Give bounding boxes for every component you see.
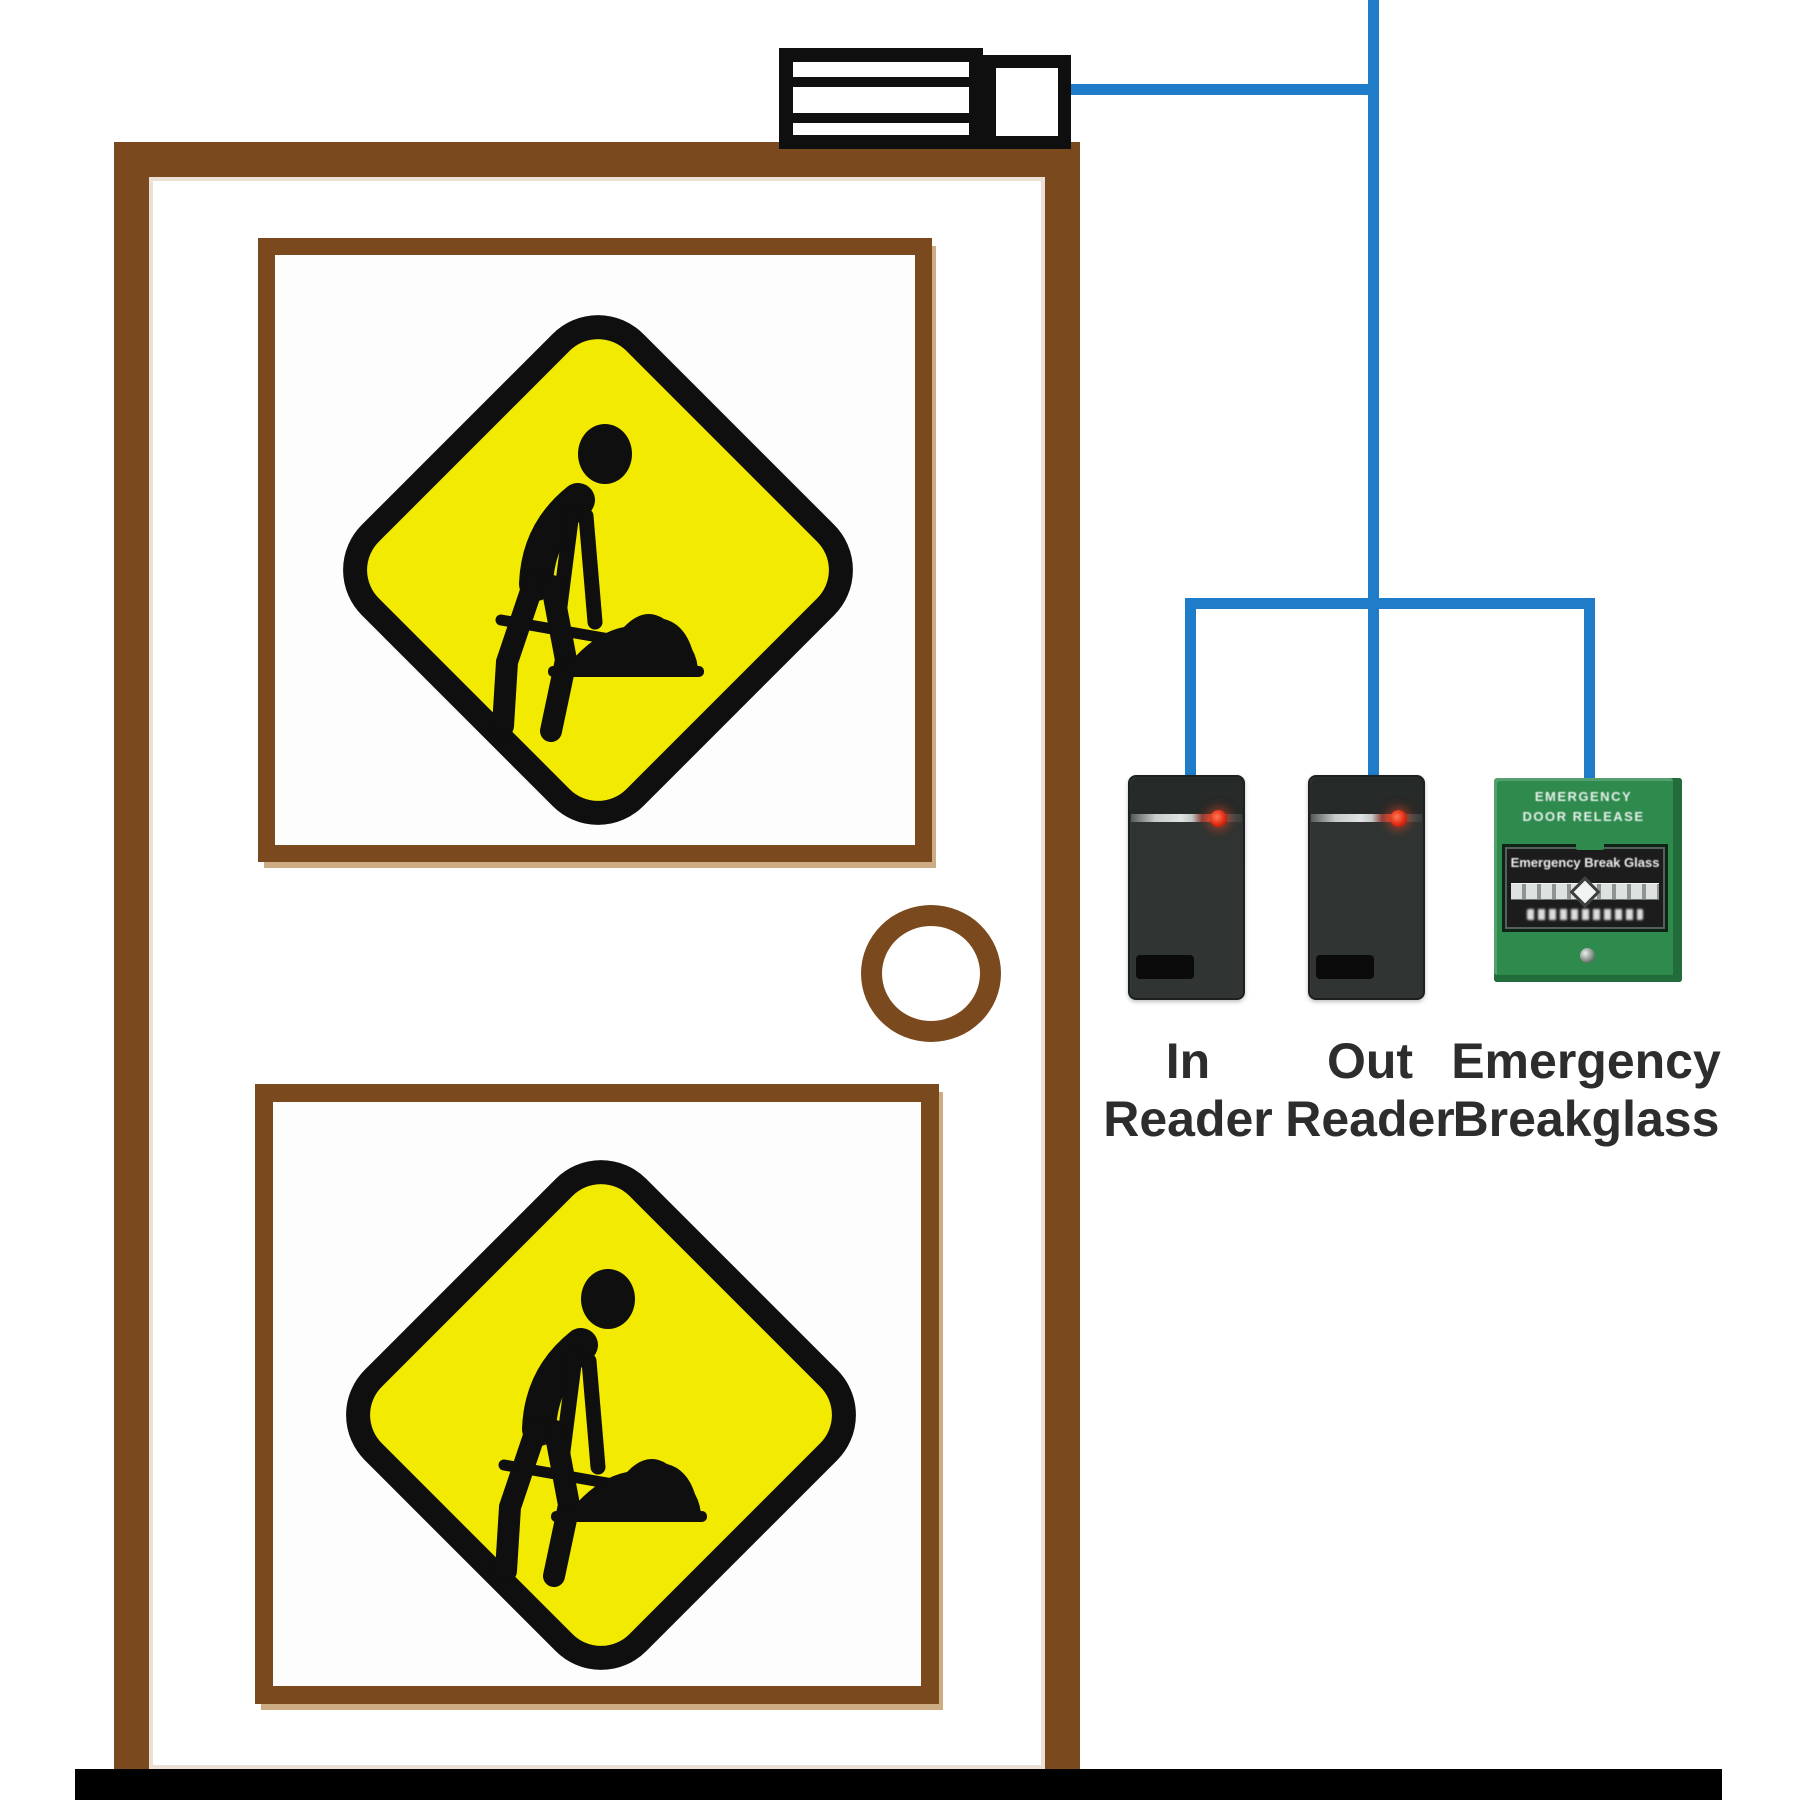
maglock-fin xyxy=(793,113,969,123)
floor-line xyxy=(75,1769,1722,1800)
reader-stripe xyxy=(1311,814,1422,822)
maglock-armature xyxy=(983,55,1071,149)
breakglass-glass-text: Emergency Break Glass xyxy=(1510,855,1660,870)
maglock xyxy=(779,48,983,149)
emergency-breakglass: EMERGENCY DOOR RELEASE Emergency Break G… xyxy=(1494,778,1682,982)
breakglass-header-line1: EMERGENCY xyxy=(1534,789,1633,804)
wire-to-breakglass xyxy=(1584,598,1595,778)
out-reader xyxy=(1308,775,1425,1000)
in-reader-label: In Reader xyxy=(1103,1032,1273,1148)
wire-maglock-to-main xyxy=(1071,84,1379,95)
breakglass-header-line2: DOOR RELEASE xyxy=(1522,809,1645,824)
label-line1: Emergency xyxy=(1451,1033,1721,1089)
breakglass-fineprint xyxy=(1527,909,1643,920)
out-reader-label: Out Reader xyxy=(1285,1032,1455,1148)
men-at-work-sign-icon xyxy=(301,1115,901,1715)
wire-to-in-reader xyxy=(1185,598,1196,775)
label-line1: In xyxy=(1165,1033,1211,1089)
maglock-fin xyxy=(793,77,969,87)
wire-junction-horizontal xyxy=(1185,598,1595,609)
reader-stripe xyxy=(1131,814,1242,822)
wire-main-vertical xyxy=(1368,0,1379,775)
reader-led-icon xyxy=(1210,810,1227,827)
door-handle xyxy=(861,905,1001,1042)
label-line2: Breakglass xyxy=(1452,1091,1720,1147)
breakglass-screw-icon xyxy=(1580,948,1595,963)
breakglass-window: Emergency Break Glass xyxy=(1502,844,1668,932)
emergency-breakglass-label: Emergency Breakglass xyxy=(1451,1032,1721,1148)
reader-led-icon xyxy=(1390,810,1407,827)
label-line2: Reader xyxy=(1285,1091,1455,1147)
label-line2: Reader xyxy=(1103,1091,1273,1147)
men-at-work-sign-icon xyxy=(298,270,898,870)
reader-label-window xyxy=(1316,955,1374,979)
breakglass-tab xyxy=(1576,838,1604,850)
label-line1: Out xyxy=(1326,1033,1414,1089)
breakglass-band xyxy=(1511,883,1659,900)
reader-label-window xyxy=(1136,955,1194,979)
in-reader xyxy=(1128,775,1245,1000)
